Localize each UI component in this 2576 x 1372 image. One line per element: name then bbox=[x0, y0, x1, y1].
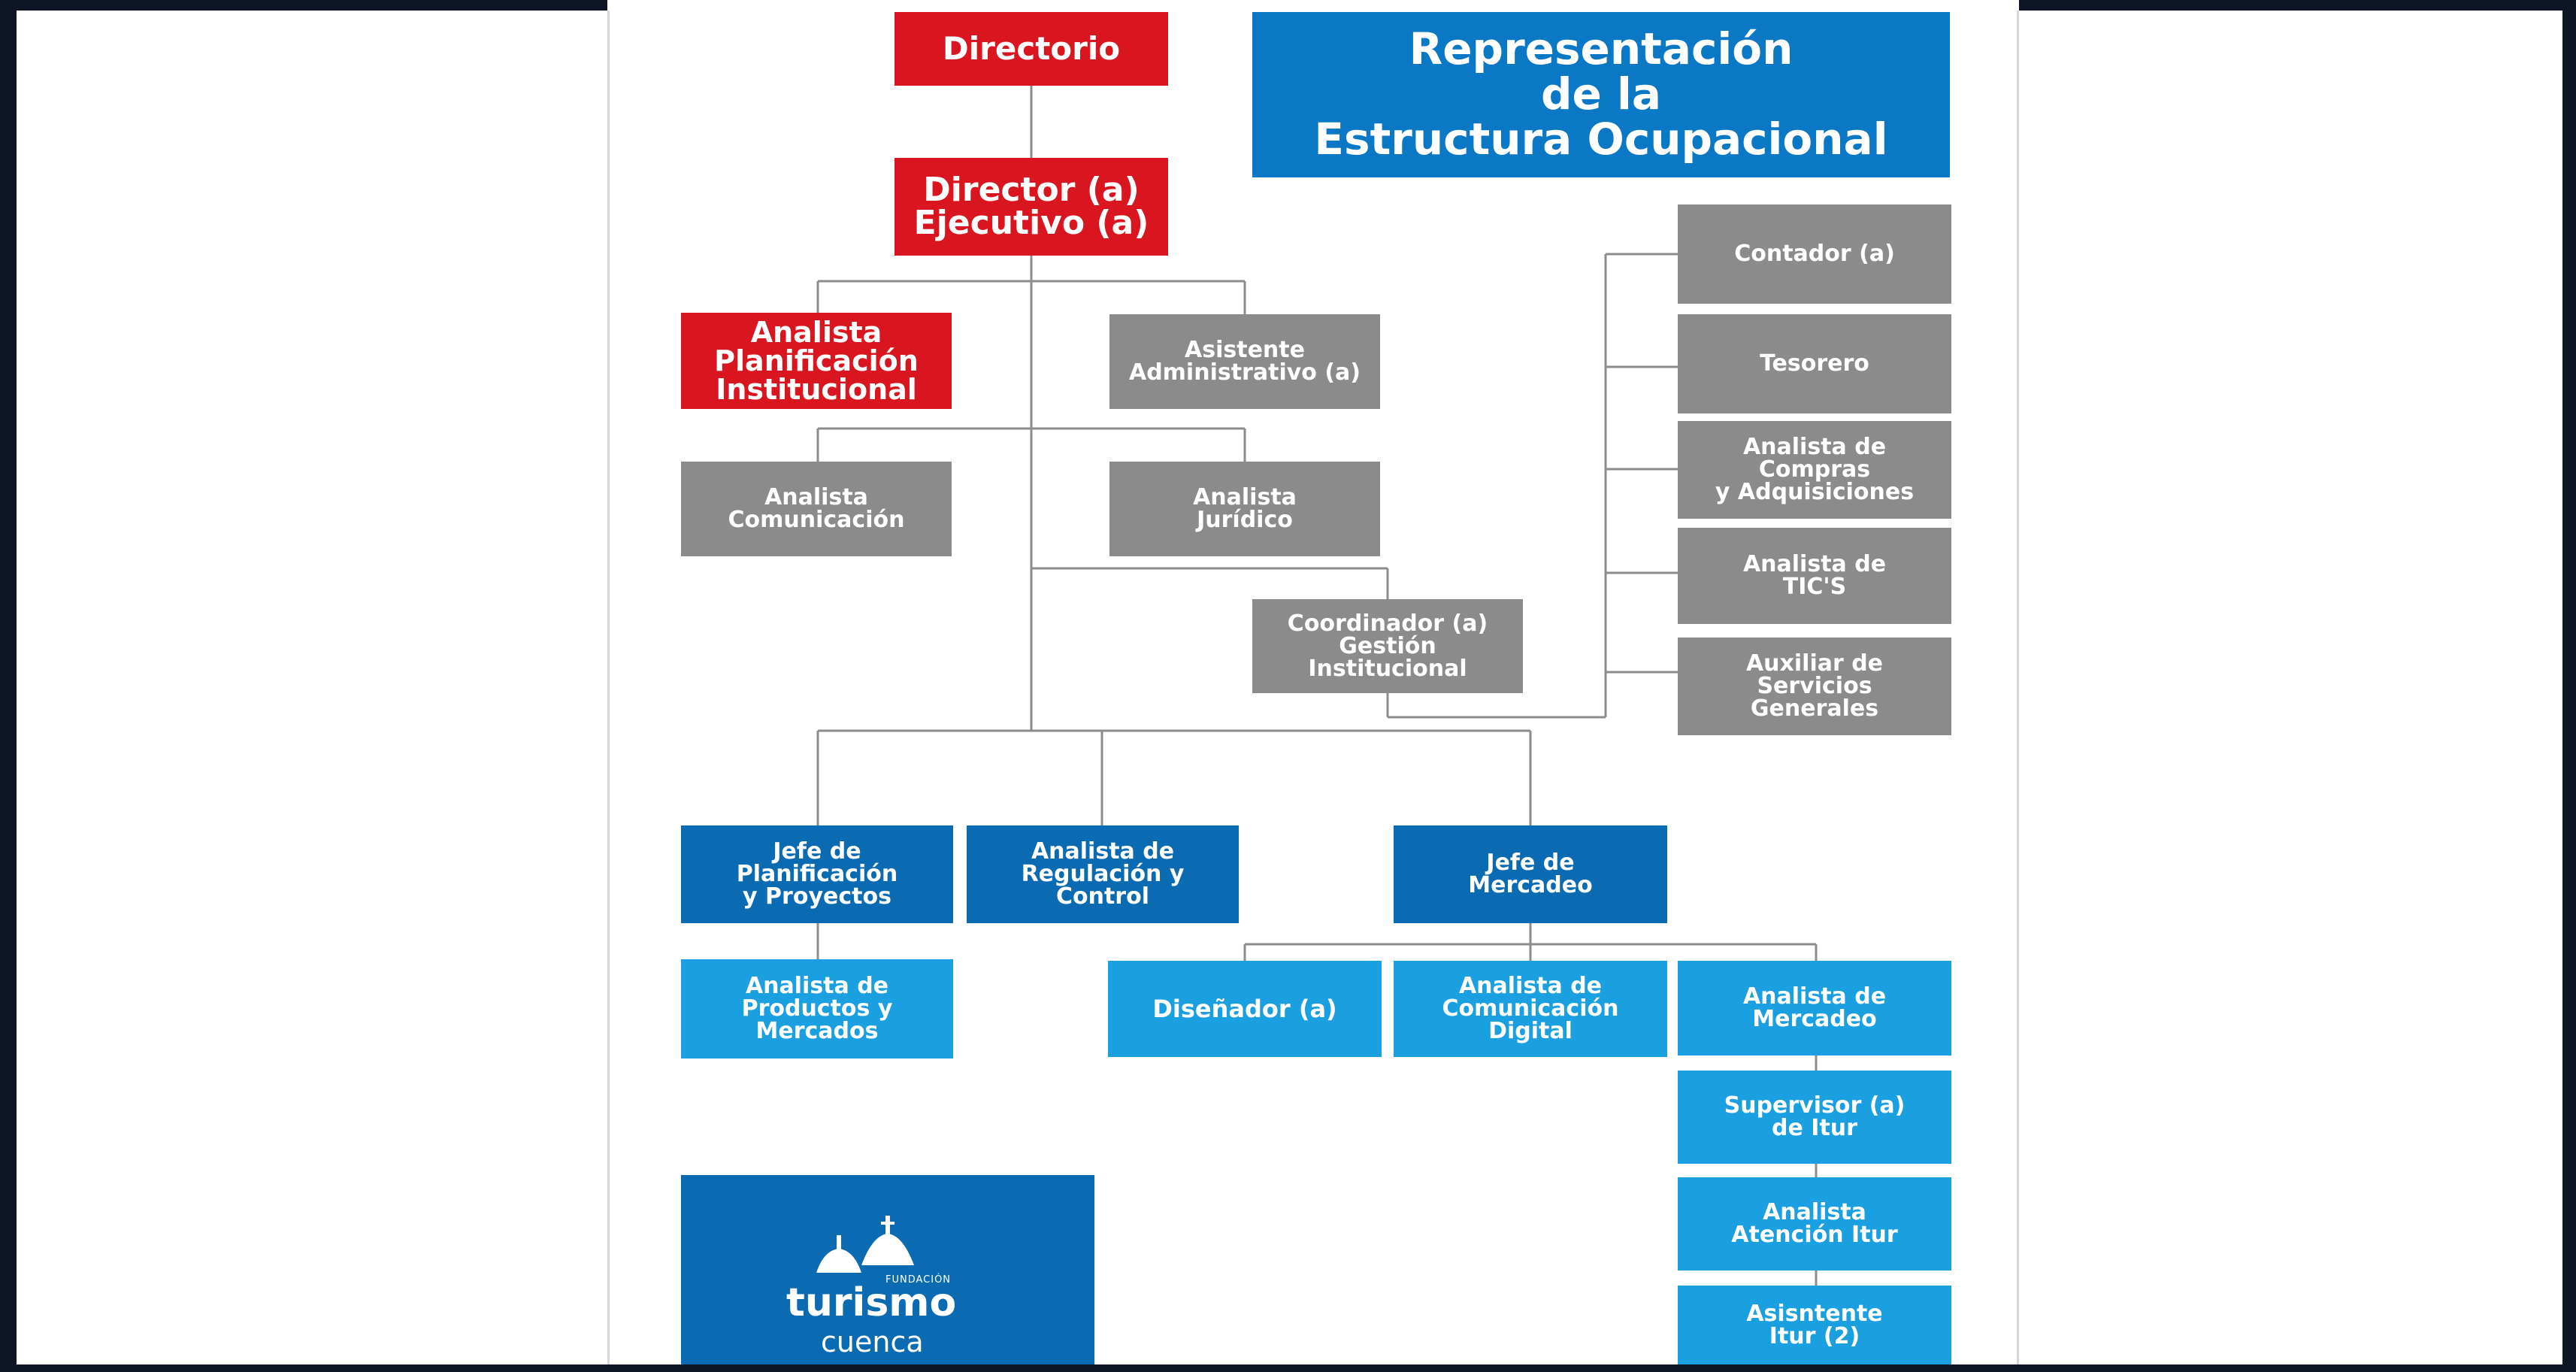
node-coordinador-gestion: Coordinador (a) Gestión Institucional bbox=[1252, 599, 1523, 693]
node-analista-atencion-itur: Analista Atención Itur bbox=[1678, 1177, 1951, 1271]
node-directorio: Directorio bbox=[894, 12, 1168, 86]
node-analista-productos: Analista de Productos y Mercados bbox=[681, 959, 953, 1059]
node-analista-planificacion: Analista Planificación Institucional bbox=[681, 313, 952, 409]
screen-frame-left bbox=[0, 0, 17, 1372]
node-jefe-mercadeo: Jefe de Mercadeo bbox=[1394, 825, 1667, 923]
node-analista-com-digital: Analista de Comunicación Digital bbox=[1394, 961, 1667, 1057]
page-border-right bbox=[2017, 11, 2019, 1364]
node-analista-tics: Analista de TIC'S bbox=[1678, 528, 1951, 624]
node-analista-comunicacion: Analista Comunicación bbox=[681, 462, 952, 556]
node-analista-juridico: Analista Jurídico bbox=[1109, 462, 1380, 556]
node-auxiliar-servicios: Auxiliar de Servicios Generales bbox=[1678, 638, 1951, 735]
fundacion-turismo-cuenca-logo: FUNDACIÓN turismo cuenca bbox=[681, 1175, 1094, 1364]
logo-city-text: cuenca bbox=[821, 1325, 924, 1358]
node-supervisor-itur: Supervisor (a) de Itur bbox=[1678, 1071, 1951, 1164]
chart-title: Representación de la Estructura Ocupacio… bbox=[1252, 12, 1950, 177]
logo-fundacion-text: FUNDACIÓN bbox=[885, 1274, 952, 1286]
church-domes-icon bbox=[816, 1216, 914, 1273]
node-jefe-planificacion: Jefe de Planificación y Proyectos bbox=[681, 825, 953, 923]
node-analista-regulacion: Analista de Regulación y Control bbox=[967, 825, 1239, 923]
node-tesorero: Tesorero bbox=[1678, 314, 1951, 413]
node-analista-compras: Analista de Compras y Adquisiciones bbox=[1678, 421, 1951, 519]
node-asistente-administrativo: Asistente Administrativo (a) bbox=[1109, 314, 1380, 409]
node-director-ejecutivo: Director (a) Ejecutivo (a) bbox=[894, 158, 1168, 256]
screen-frame-bottom bbox=[0, 1364, 2576, 1372]
node-analista-mercadeo: Analista de Mercadeo bbox=[1678, 961, 1951, 1056]
node-disenador: Diseñador (a) bbox=[1108, 961, 1382, 1057]
node-asistente-itur: Asisntente Itur (2) bbox=[1678, 1286, 1951, 1364]
node-contador: Contador (a) bbox=[1678, 204, 1951, 304]
page-border-left bbox=[607, 11, 610, 1364]
screen-frame-right bbox=[2562, 0, 2576, 1372]
logo-brand-text: turismo bbox=[786, 1280, 957, 1325]
